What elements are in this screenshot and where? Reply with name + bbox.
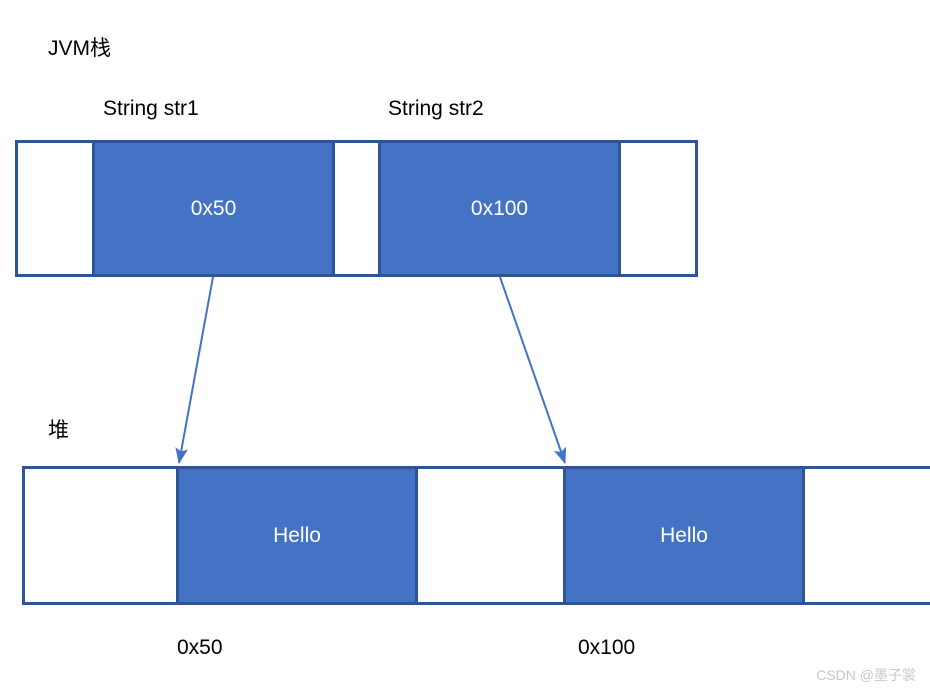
heap-address-label-0x100: 0x100: [578, 636, 636, 659]
watermark: CSDN @墨子裳: [816, 667, 916, 683]
heap-cell-object-2-text: Hello: [660, 524, 708, 547]
stack-cell-str1-value[interactable]: 0x50: [92, 143, 332, 274]
stack-region-label: JVM栈: [48, 37, 111, 60]
stack-cell-empty-middle[interactable]: [332, 143, 378, 274]
stack-cell-empty-left[interactable]: [18, 143, 92, 274]
stack-cell-str2-value-text: 0x100: [470, 197, 529, 220]
stack-variable-label-str1: String str1: [103, 97, 199, 120]
stack-variable-label-str2: String str2: [388, 97, 484, 120]
heap-cell-object-2[interactable]: Hello: [563, 469, 802, 602]
heap-address-label-0x50: 0x50: [177, 636, 223, 659]
heap-cell-object-1-text: Hello: [273, 524, 321, 547]
stack-cell-str2-value[interactable]: 0x100: [378, 143, 618, 274]
stack-memory-bar: 0x50 0x100: [15, 140, 698, 277]
heap-cell-empty-left[interactable]: [25, 469, 176, 602]
stack-cell-empty-right[interactable]: [618, 143, 695, 274]
stack-cell-str1-value-text: 0x50: [190, 197, 237, 220]
heap-cell-empty-right[interactable]: [802, 469, 930, 602]
heap-cell-object-1[interactable]: Hello: [176, 469, 415, 602]
heap-cell-empty-middle[interactable]: [415, 469, 563, 602]
arrow-str1-to-heap-object-1: [175, 276, 214, 464]
heap-memory-bar: Hello Hello: [22, 466, 930, 605]
heap-region-label: 堆: [48, 419, 69, 442]
arrow-str2-to-heap-object-2: [499, 276, 567, 464]
